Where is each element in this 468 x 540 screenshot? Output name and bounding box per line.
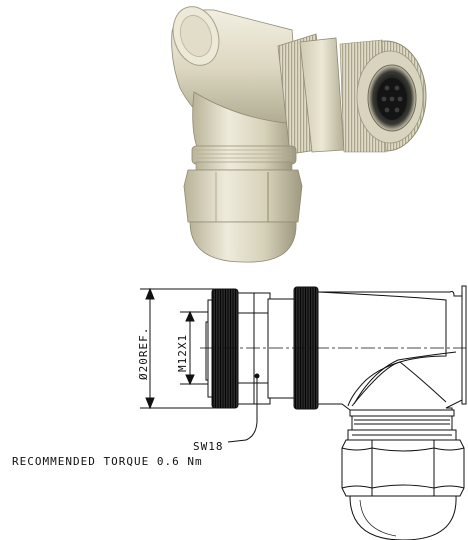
wrench-size-label: SW18 — [193, 440, 224, 453]
dim-thread-label: M12X1 — [176, 334, 189, 372]
gland-hex-nut — [183, 169, 303, 223]
torque-note: RECOMMENDED TORQUE 0.6 Nm — [12, 455, 203, 468]
gland-dome — [189, 221, 297, 263]
gland-dome-drawing — [349, 495, 457, 540]
gland-collar — [191, 145, 297, 165]
contact-pins — [381, 85, 403, 113]
connector-render — [171, 6, 427, 263]
gland-collar-drawing — [347, 409, 457, 441]
dim-diameter-label: Ø20REF. — [137, 327, 150, 380]
coupling-ring-1 — [211, 288, 239, 409]
leader-line-sw18 — [227, 376, 258, 443]
technical-drawing — [140, 285, 467, 540]
gland-hex-drawing — [341, 439, 465, 497]
